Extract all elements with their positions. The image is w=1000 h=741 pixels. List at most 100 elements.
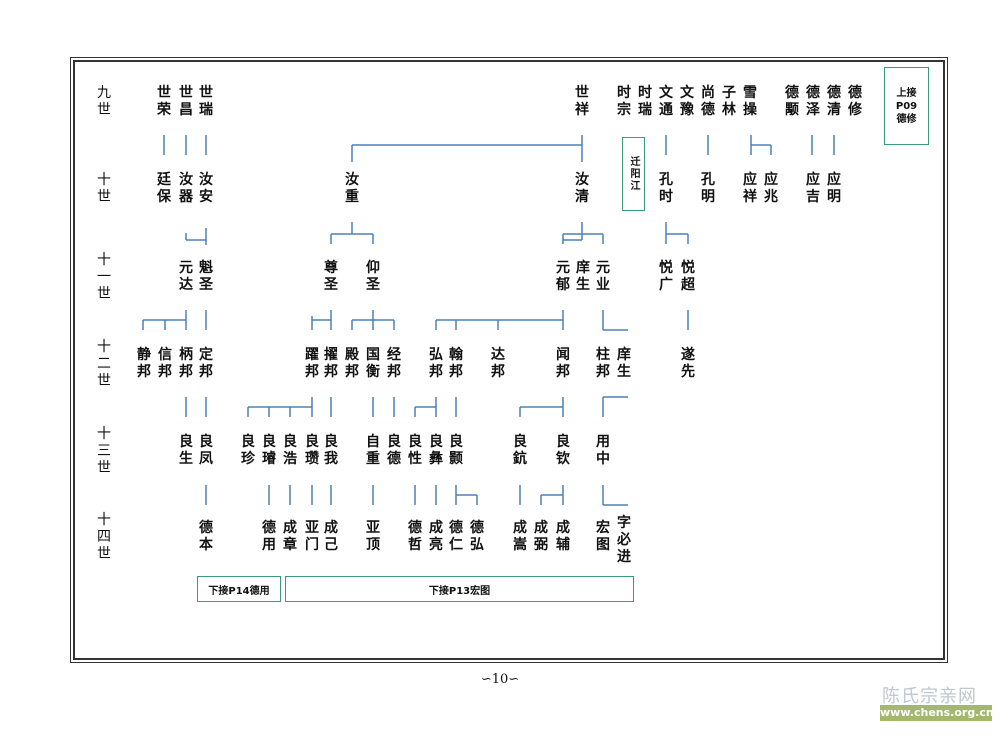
person-name: 雪操	[743, 85, 757, 118]
note-box-text: 下接P13宏图	[428, 585, 491, 597]
person-name: 仰圣	[366, 260, 380, 293]
person-name: 应明	[827, 172, 841, 205]
person-name: 世瑞	[199, 85, 213, 118]
person-name: 尚德	[701, 85, 715, 118]
person-name: 德清	[827, 85, 841, 118]
person-name: 汝清	[575, 172, 589, 205]
outer-frame	[70, 57, 948, 663]
person-name: 悦广	[659, 260, 673, 293]
person-name: 德用	[262, 520, 276, 553]
person-name: 德仁	[449, 520, 463, 553]
person-name: 德哲	[408, 520, 422, 553]
person-name: 弘邦	[429, 347, 443, 380]
note-box-line: 上接	[896, 87, 917, 99]
person-name: 德颙	[785, 85, 799, 118]
person-name: 达邦	[491, 347, 505, 380]
watermark-name: 陈氏宗亲网	[882, 686, 977, 707]
person-name: 良珍	[241, 434, 255, 467]
note-box-text: 迁阳江	[628, 156, 639, 192]
generation-label: 十一世	[97, 252, 111, 302]
person-name: 良凤	[199, 434, 213, 467]
person-name: 孔明	[701, 172, 715, 205]
person-name: 应吉	[806, 172, 820, 205]
person-name: 成亮	[429, 520, 443, 553]
person-name: 用中	[596, 434, 610, 467]
generation-label: 十世	[97, 172, 111, 205]
note-box-line: P09	[895, 100, 918, 112]
person-name: 庠生	[617, 347, 631, 380]
person-name: 良鈧	[513, 434, 527, 467]
person-name: 良璿	[262, 434, 276, 467]
person-name: 良彝	[429, 434, 443, 467]
person-name: 翰邦	[449, 347, 463, 380]
person-name: 躍邦	[305, 347, 319, 380]
person-name: 成章	[283, 520, 297, 553]
person-name: 悦超	[681, 260, 695, 293]
person-name: 应兆	[764, 172, 778, 205]
inner-frame	[73, 60, 945, 660]
person-name: 亚门	[305, 520, 319, 553]
person-name: 汝器	[179, 172, 193, 205]
person-name: 良性	[408, 434, 422, 467]
person-name: 时瑞	[638, 85, 652, 118]
person-name: 元达	[179, 260, 193, 293]
person-name: 良德	[387, 434, 401, 467]
person-name: 遂先	[681, 347, 695, 380]
person-name: 殿邦	[345, 347, 359, 380]
note-box-xiajie-p14: 下接P14德用	[197, 576, 281, 602]
person-name: 魁圣	[199, 260, 213, 293]
person-name: 廷保	[157, 172, 171, 205]
generation-label: 十二世	[97, 339, 111, 389]
person-name: 文通	[659, 85, 673, 118]
person-name: 良颢	[449, 434, 463, 467]
person-name: 闻邦	[556, 347, 570, 380]
person-name: 静邦	[137, 347, 151, 380]
person-name: 成弼	[534, 520, 548, 553]
person-name: 成辅	[556, 520, 570, 553]
person-name: 擢邦	[324, 347, 338, 380]
person-name: 成嵩	[513, 520, 527, 553]
person-name: 良浩	[283, 434, 297, 467]
person-name: 庠生	[576, 260, 590, 293]
person-name: 良瓒	[305, 434, 319, 467]
person-name: 文豫	[680, 85, 694, 118]
note-box-qianyangjiang: 迁阳江	[622, 137, 645, 211]
person-name: 元业	[596, 260, 610, 293]
generation-label: 十四世	[97, 512, 111, 562]
person-name: 德泽	[806, 85, 820, 118]
person-name: 世昌	[179, 85, 193, 118]
person-name: 自重	[366, 434, 380, 467]
person-name: 成己	[324, 520, 338, 553]
page-number: ∽10∽	[480, 672, 520, 687]
person-name: 世祥	[575, 85, 589, 118]
person-name: 汝安	[199, 172, 213, 205]
person-name: 元郁	[556, 260, 570, 293]
person-name: 世荣	[157, 85, 171, 118]
person-name: 良钦	[556, 434, 570, 467]
person-name: 汝重	[345, 172, 359, 205]
person-name: 时宗	[617, 85, 631, 118]
person-name: 尊圣	[324, 260, 338, 293]
watermark-url: www.chens.org.cn	[880, 705, 994, 721]
generation-label: 十三世	[97, 426, 111, 476]
person-name: 子林	[722, 85, 736, 118]
person-name: 德修	[848, 85, 862, 118]
person-name: 信邦	[158, 347, 172, 380]
person-name: 德本	[199, 520, 213, 553]
person-name: 经邦	[387, 347, 401, 380]
note-box-line: 德修	[896, 113, 917, 125]
person-name: 定邦	[199, 347, 213, 380]
person-name: 良我	[324, 434, 338, 467]
person-name: 应祥	[743, 172, 757, 205]
person-name: 亚顶	[366, 520, 380, 553]
person-name: 孔时	[659, 172, 673, 205]
generation-label: 九世	[97, 85, 111, 118]
person-name: 字必进	[617, 515, 631, 565]
person-name: 柄邦	[179, 347, 193, 380]
person-name: 宏图	[596, 520, 610, 553]
note-box-text: 下接P14德用	[208, 585, 270, 597]
note-box-shangjie: 上接 P09 德修	[884, 67, 929, 145]
person-name: 良生	[179, 434, 193, 467]
person-name: 国衡	[366, 347, 380, 380]
